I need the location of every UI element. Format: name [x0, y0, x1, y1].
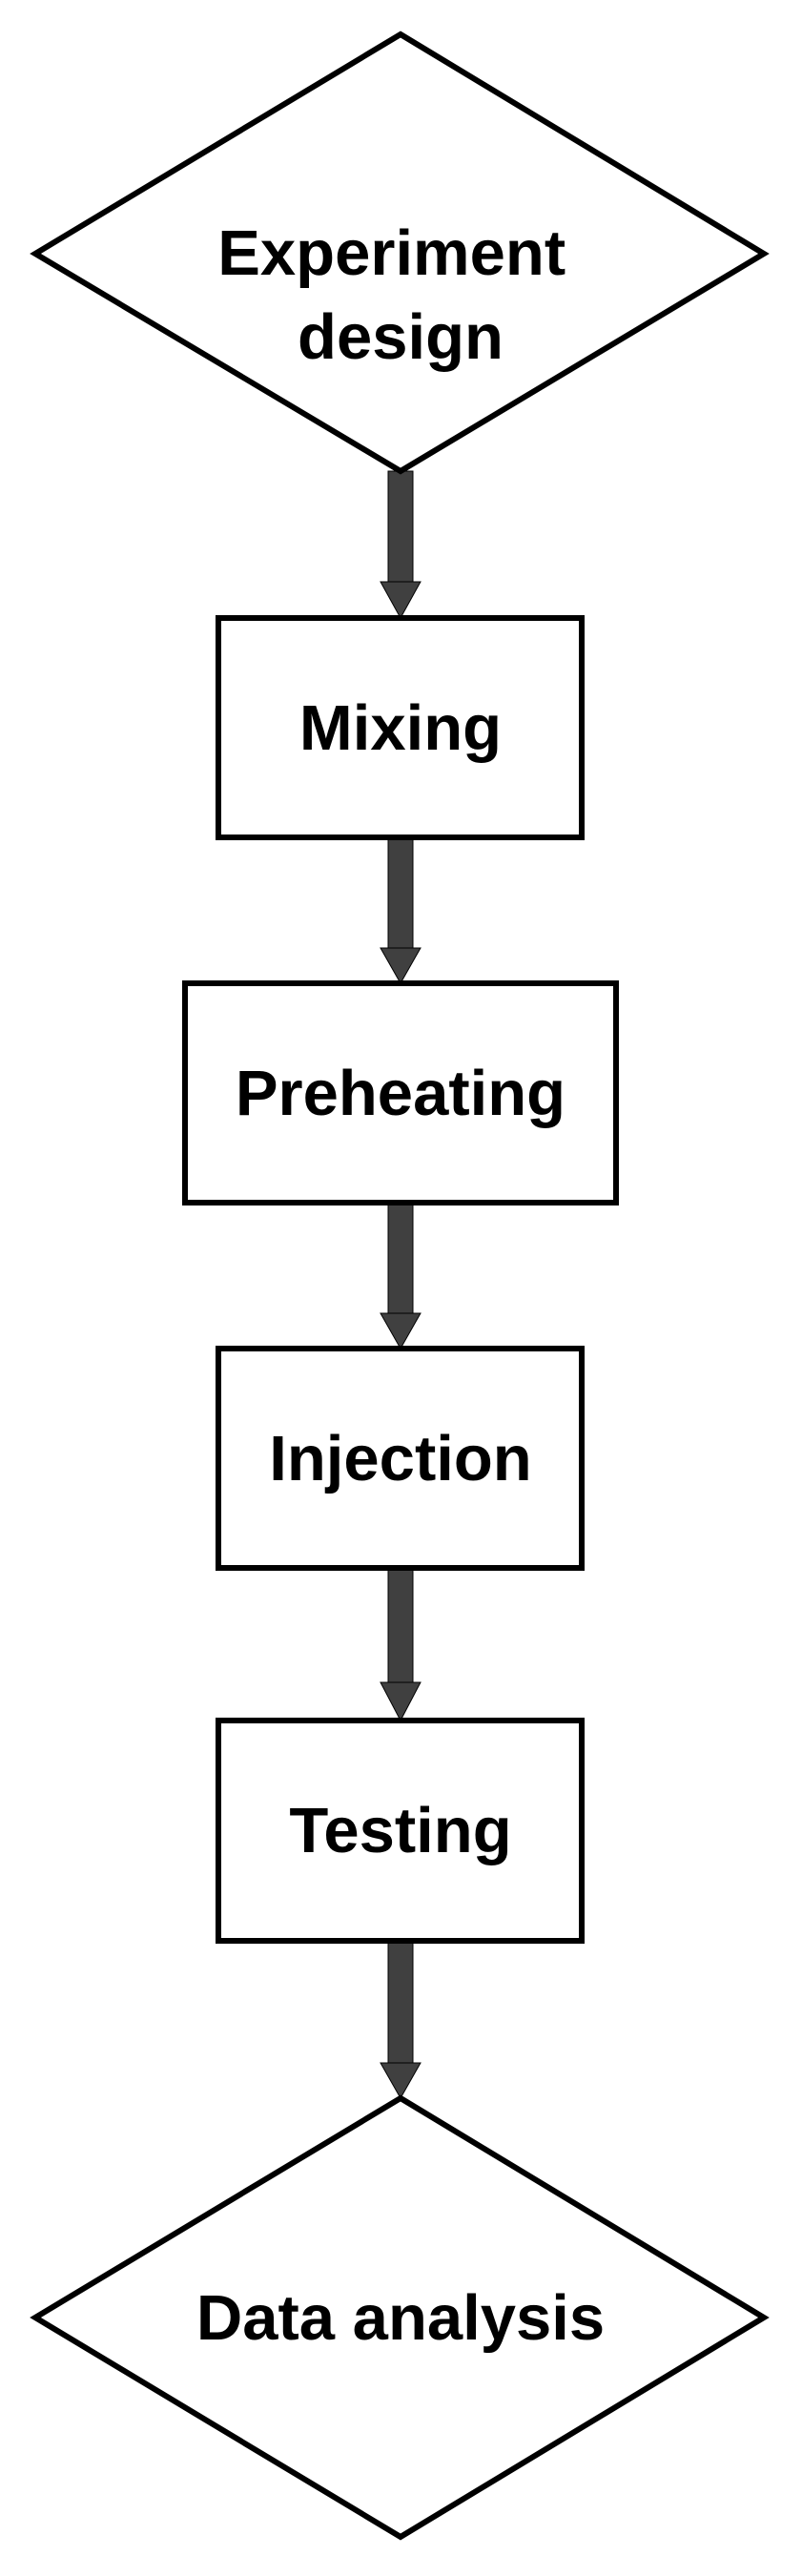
node-injection: Injection	[216, 1346, 585, 1571]
node-mixing-label: Mixing	[299, 692, 502, 764]
node-testing: Testing	[216, 1718, 585, 1944]
node-mixing: Mixing	[216, 615, 585, 840]
flow-arrow	[380, 1202, 422, 1350]
node-data-analysis-label: Data analysis	[196, 2282, 605, 2354]
node-experiment-design: Experiment design	[30, 31, 770, 475]
node-experiment-design-label: Experiment design	[217, 217, 584, 373]
flow-arrow	[380, 836, 422, 985]
node-preheating-label: Preheating	[236, 1058, 566, 1129]
node-testing-label: Testing	[289, 1795, 511, 1866]
node-injection-label: Injection	[269, 1423, 531, 1494]
node-preheating: Preheating	[182, 980, 619, 1206]
node-data-analysis: Data analysis	[30, 2094, 770, 2541]
flow-arrow	[380, 1567, 422, 1722]
node-label-line: Experiment	[217, 217, 566, 289]
flow-arrow	[380, 1940, 422, 2100]
node-label-line: design	[298, 301, 504, 373]
flow-arrow	[380, 470, 422, 620]
